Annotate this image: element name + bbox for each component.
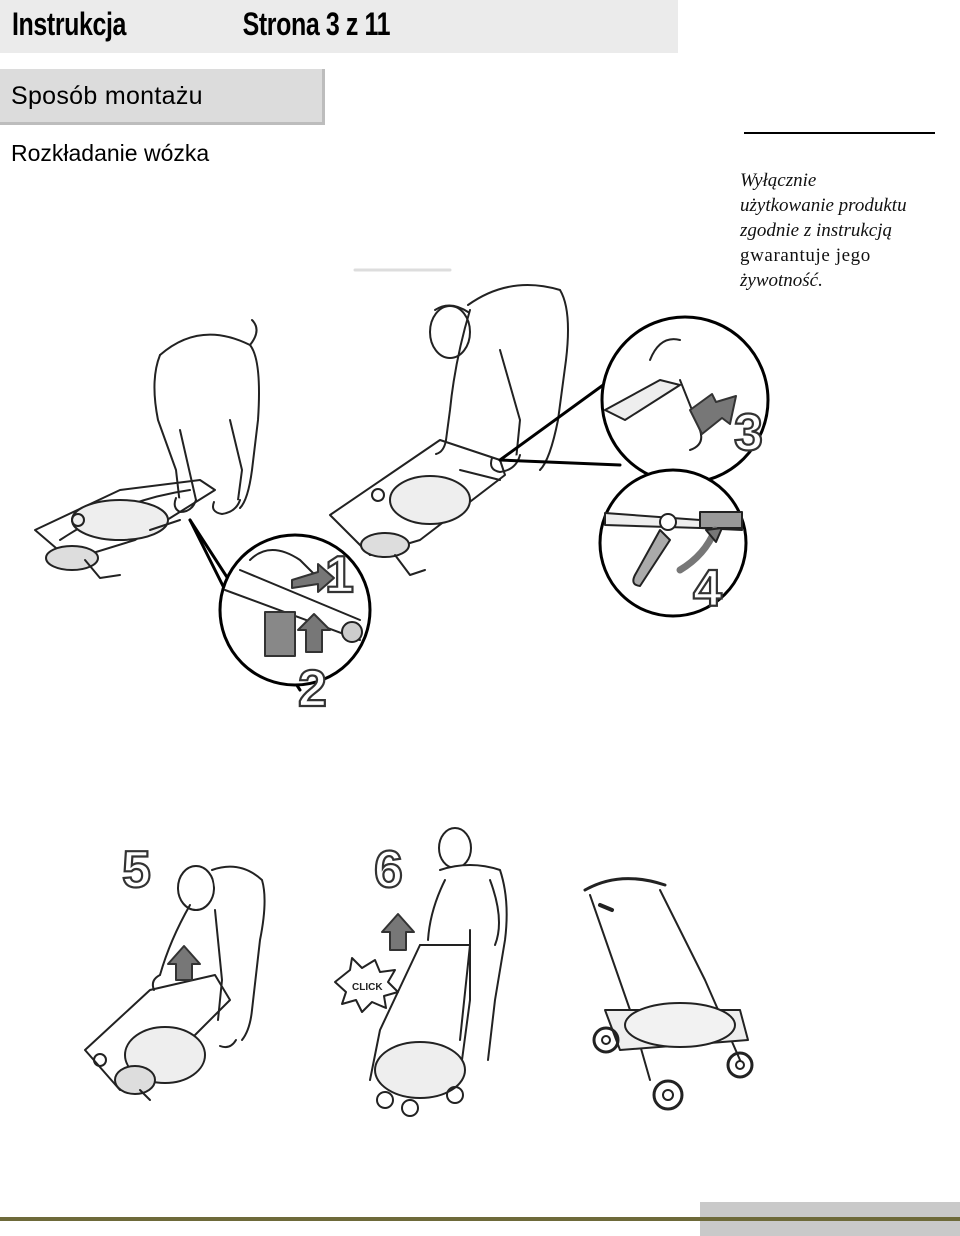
detail-callout-4 [600,470,746,616]
step-number: 4 [693,560,722,618]
step-number: 1 [325,546,354,604]
step-number: 3 [734,404,763,462]
click-label: CLICK [352,982,383,993]
stroller-frame-5 [85,975,230,1100]
stroller-frame-b [330,440,505,575]
step-number: 5 [122,841,151,899]
step-number: 6 [374,841,403,899]
step-number: 2 [298,660,327,718]
stroller-frame-a [35,480,215,578]
assembled-stroller [585,879,752,1109]
footer-rule [0,1217,960,1221]
